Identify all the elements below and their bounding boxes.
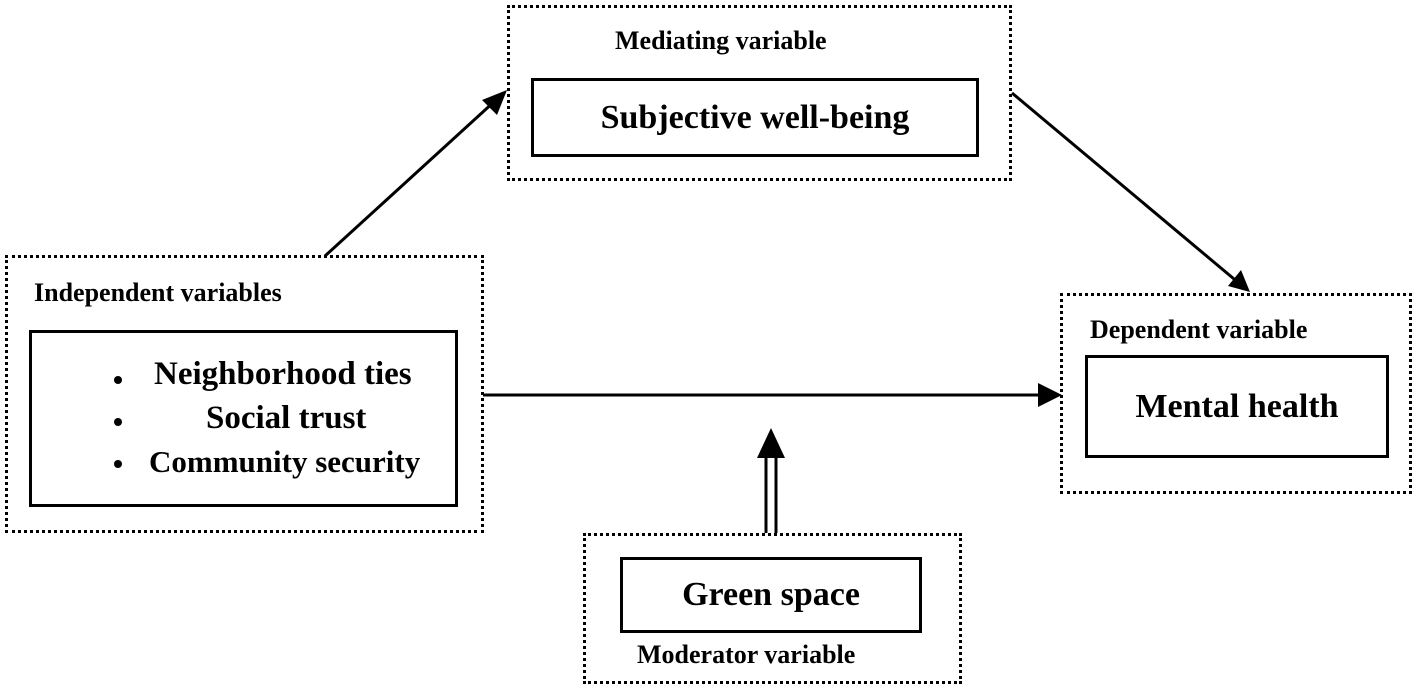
arrow-mediating-to-dependent bbox=[1011, 91, 1250, 292]
arrow-independent-to-dependent bbox=[483, 383, 1062, 407]
bullet-icon bbox=[114, 418, 122, 426]
green-space-text: Green space bbox=[682, 576, 860, 613]
neighborhood-ties-text: Neighborhood ties bbox=[154, 356, 412, 392]
subjective-well-being-text: Subjective well-being bbox=[600, 98, 910, 136]
list-item: Neighborhood ties bbox=[112, 352, 442, 396]
mediating-variable-group bbox=[507, 5, 1012, 181]
arrow-independent-to-mediating bbox=[323, 90, 507, 258]
independent-variables-box bbox=[29, 330, 458, 507]
dependent-variable-label: Dependent variable bbox=[1090, 315, 1308, 344]
social-trust-text: Social trust bbox=[206, 400, 367, 436]
arrow-moderator bbox=[757, 428, 785, 533]
dependent-variable-group bbox=[1060, 293, 1412, 494]
community-security-text: Community security bbox=[149, 444, 421, 479]
mediating-variable-label: Mediating variable bbox=[615, 26, 827, 55]
mental-health-box: Mental health bbox=[1085, 355, 1389, 458]
list-item: Social trust bbox=[112, 396, 442, 440]
bullet-icon bbox=[114, 460, 122, 468]
green-space-box: Green space bbox=[620, 557, 922, 633]
moderator-variable-label: Moderator variable bbox=[637, 640, 856, 669]
independent-variables-list: Neighborhood ties Social trust Community… bbox=[112, 352, 442, 484]
list-item: Community security bbox=[112, 440, 442, 484]
mental-health-text: Mental health bbox=[1135, 387, 1339, 425]
subjective-well-being-box: Subjective well-being bbox=[531, 78, 979, 157]
independent-variables-label: Independent variables bbox=[34, 278, 282, 307]
moderator-variable-group bbox=[583, 533, 962, 684]
bullet-icon bbox=[114, 376, 122, 384]
independent-variables-group bbox=[5, 255, 484, 533]
